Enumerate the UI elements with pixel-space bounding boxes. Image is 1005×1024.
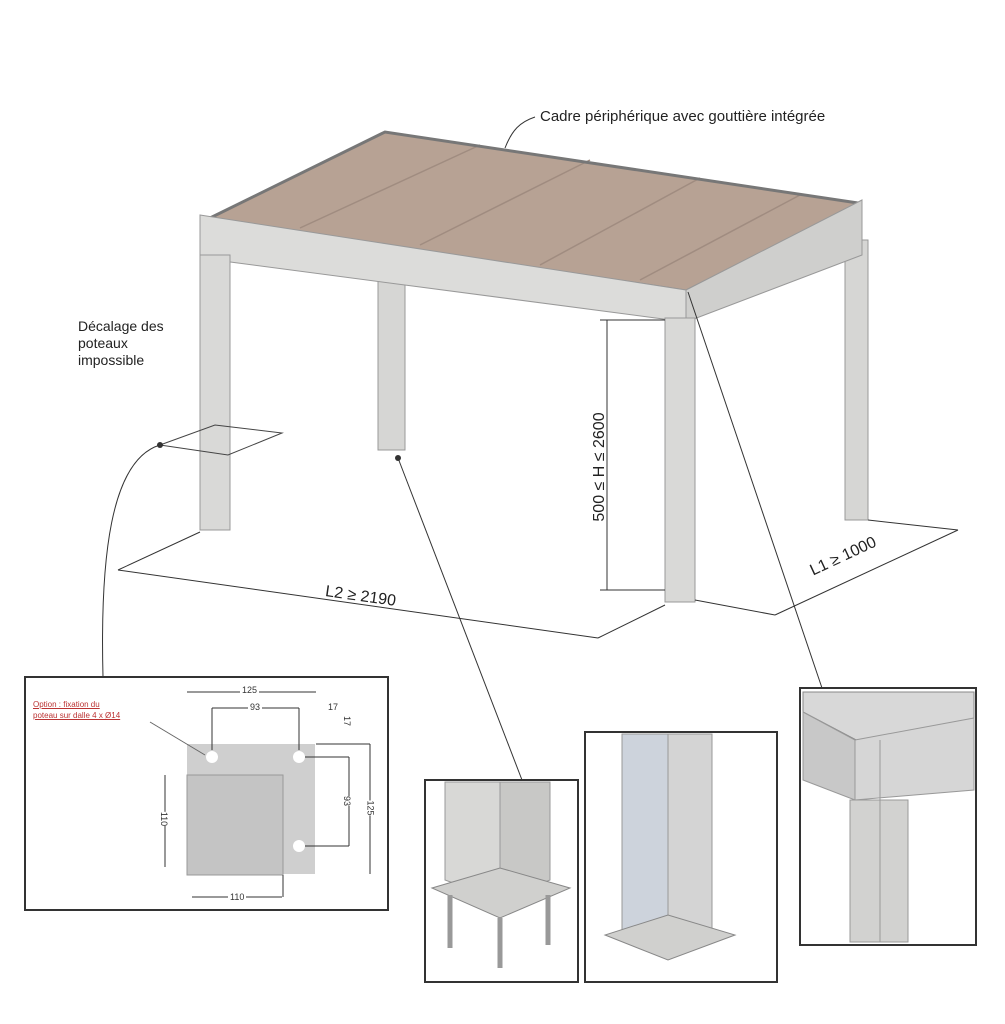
post-front-left bbox=[199, 254, 231, 531]
post-front-right bbox=[664, 317, 696, 603]
dim-inner-width: 110 bbox=[228, 892, 247, 902]
dim-inner-height: 110 bbox=[159, 811, 170, 827]
frame-callout: Cadre périphérique avec gouttière intégr… bbox=[540, 108, 826, 125]
post-back-right bbox=[844, 239, 869, 521]
offset-callout-2: poteaux bbox=[78, 335, 128, 351]
option-note-1: Option : fixation du bbox=[33, 700, 100, 709]
roof-panel-joints bbox=[299, 144, 801, 281]
dim-top-width: 125 bbox=[240, 685, 260, 695]
dim-edge-h: 17 bbox=[328, 702, 339, 712]
offset-zone bbox=[159, 424, 284, 456]
dim-hole-h: 93 bbox=[248, 702, 263, 712]
dim-total-height: 125 bbox=[365, 800, 376, 816]
height-dimension: 500 ≤ H ≤ 2600 bbox=[591, 412, 608, 522]
option-note-2: poteau sur dalle 4 x Ø14 bbox=[33, 711, 121, 720]
post-back-left bbox=[377, 279, 406, 451]
gutter-edge bbox=[209, 130, 859, 220]
offset-callout-3: impossible bbox=[78, 352, 145, 368]
dim-hole-v: 93 bbox=[342, 795, 353, 807]
offset-callout-1: Décalage des bbox=[78, 318, 164, 334]
side-beam bbox=[685, 199, 863, 323]
dim-edge-v: 17 bbox=[342, 715, 353, 727]
